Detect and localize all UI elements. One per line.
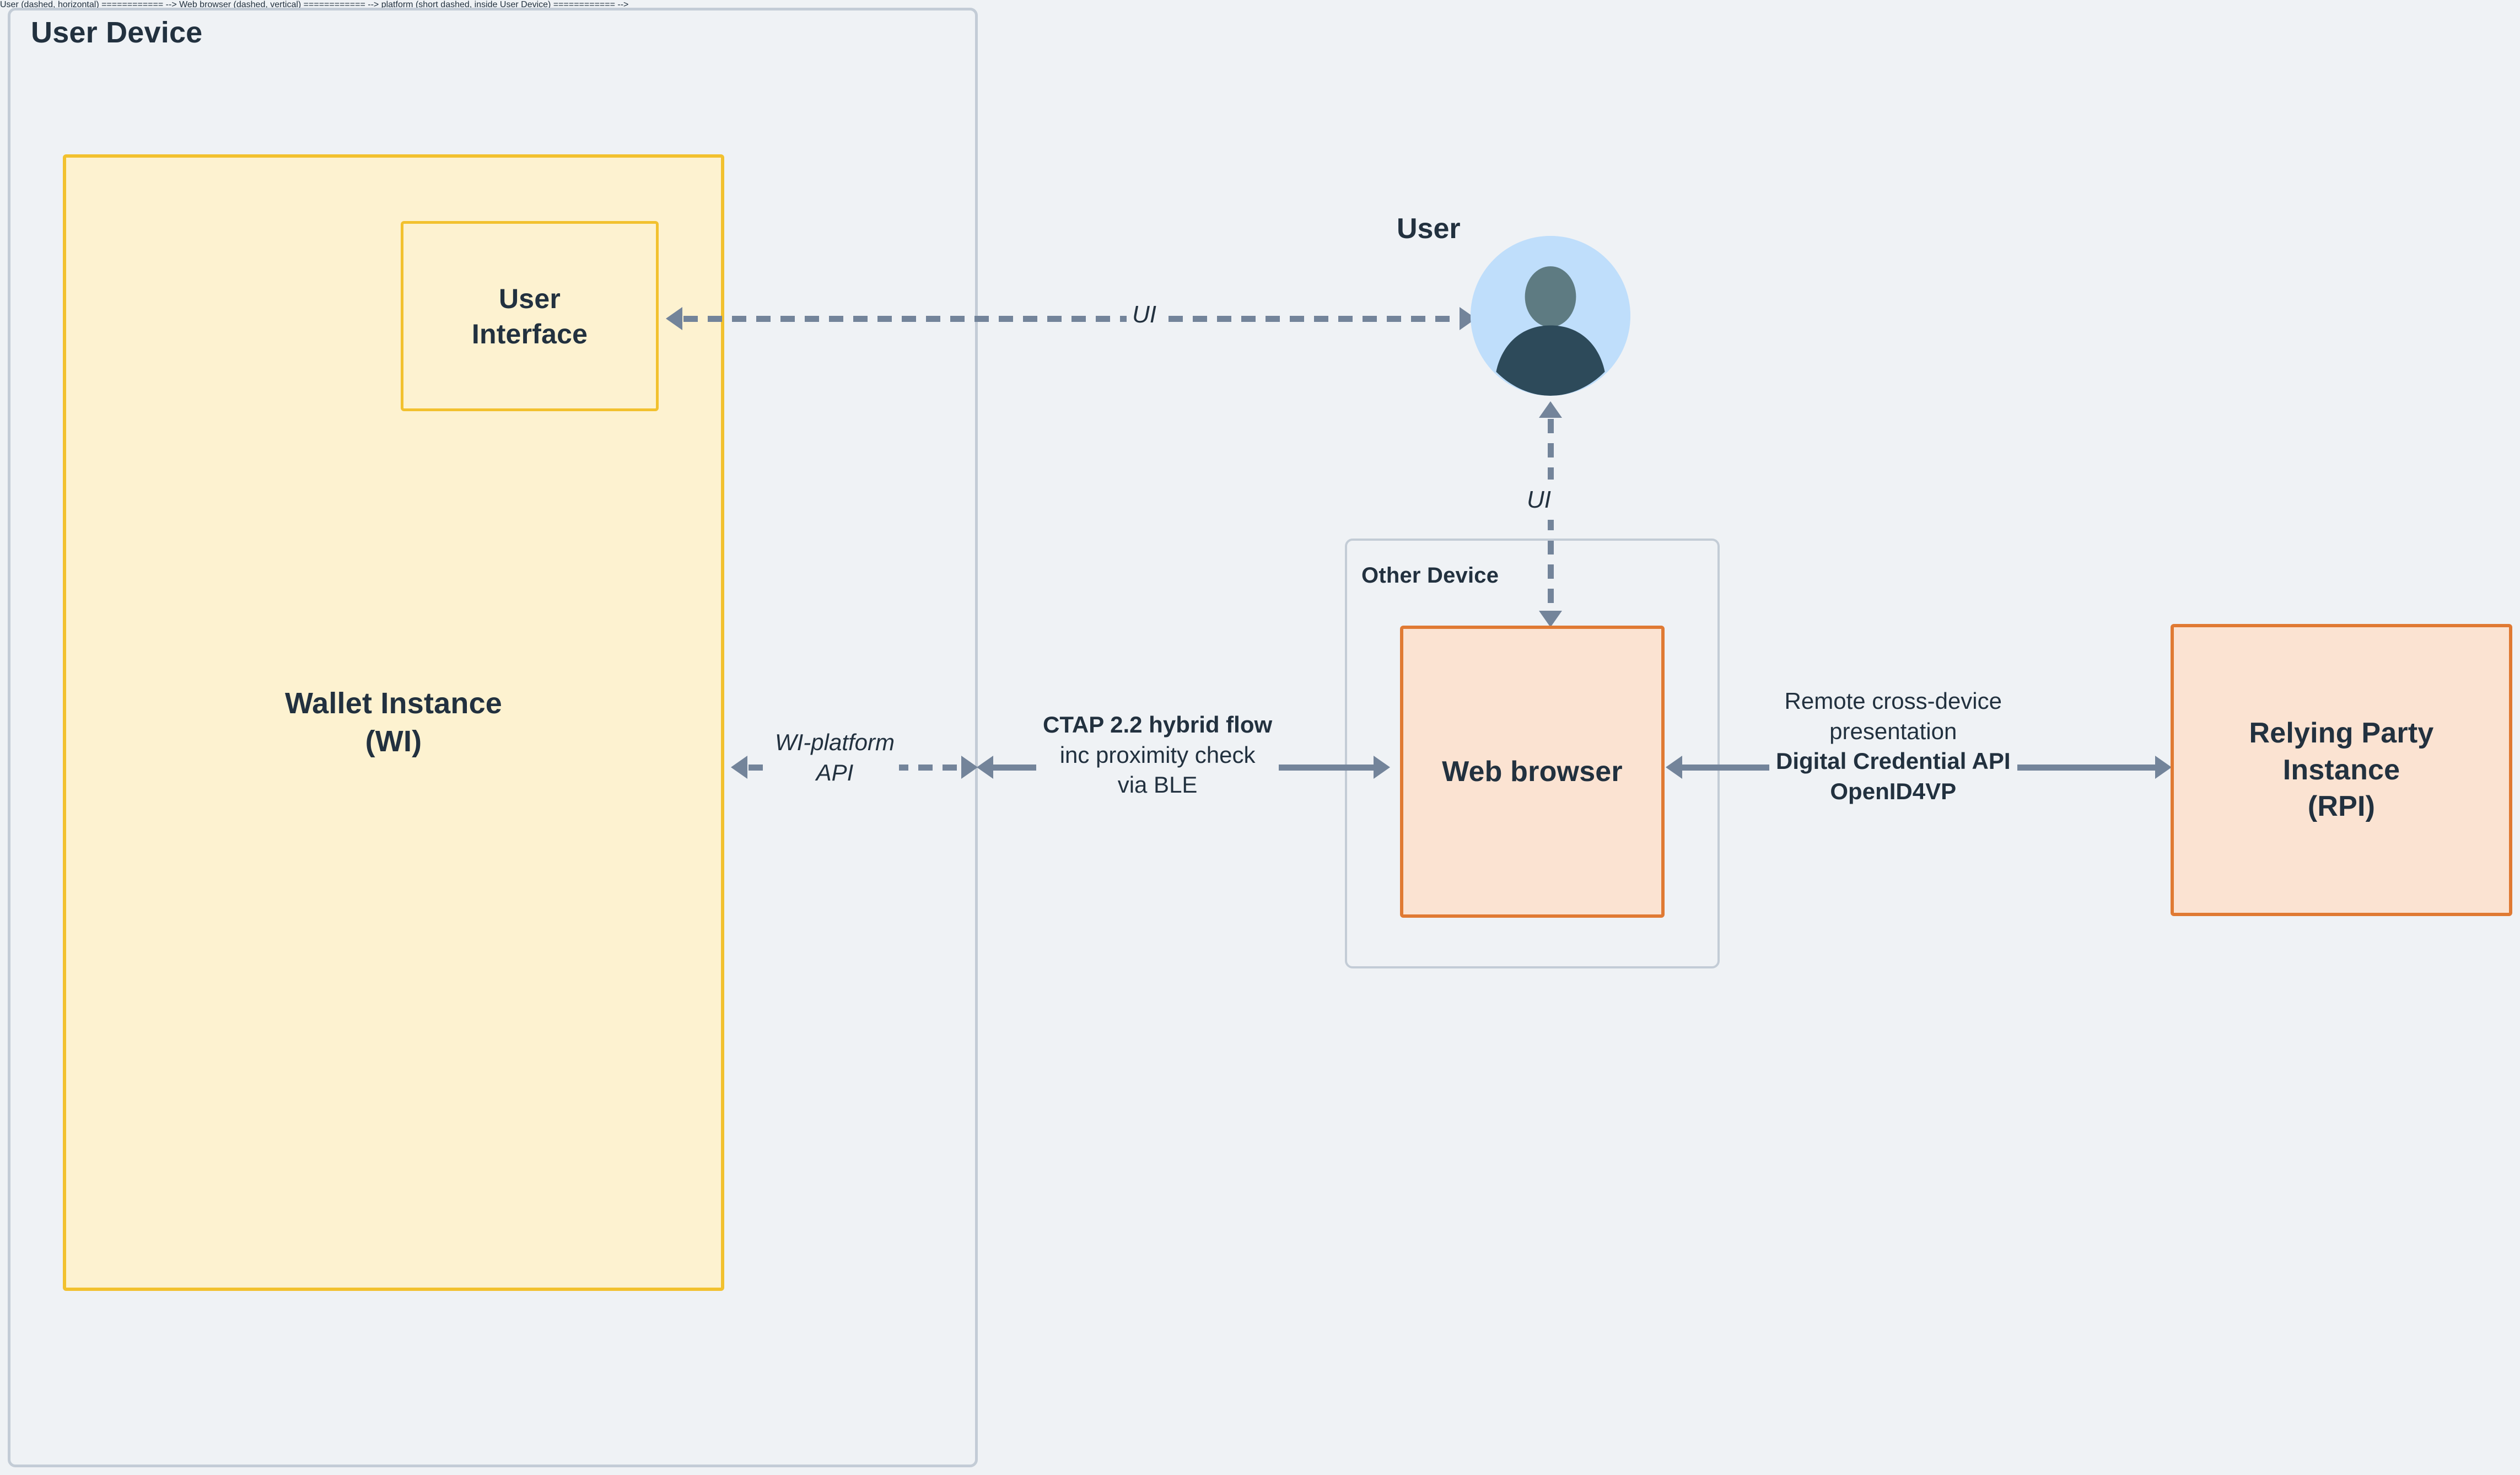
edge-remote-presentation-label-line2: presentation (1829, 718, 1957, 744)
edge-wi-platform-api-label-line2: API (816, 759, 854, 785)
edge-remote-presentation-label-line1: Remote cross-device (1784, 688, 2002, 714)
edge-wi-platform-api-label-line1: WI-platform (775, 729, 895, 755)
node-wallet-instance-label-line1: Wallet Instance (284, 686, 503, 720)
container-user-device (8, 8, 978, 1467)
edge-ctap-hybrid-arrowhead-right (1374, 756, 1390, 779)
edge-user-to-browser-line (1548, 419, 1554, 623)
edge-ui-to-user-label-text: UI (1132, 301, 1156, 328)
edge-ctap-hybrid-label-line3: via BLE (1117, 772, 1198, 798)
edge-user-to-browser-label: UI (1521, 480, 1557, 520)
edge-remote-presentation-label-line4: OpenID4VP (1830, 778, 1957, 804)
edge-user-to-browser-label-text: UI (1527, 486, 1551, 513)
edge-remote-presentation-arrowhead-right (2155, 756, 2172, 779)
edge-remote-presentation-arrowhead-left (1666, 756, 1682, 779)
node-relying-party-label-line2: Instance (2282, 753, 2400, 786)
edge-wi-platform-api-arrowhead-right (961, 756, 978, 779)
node-user-actor-label: User (1397, 213, 1461, 245)
node-user-interface-label-line1: User (499, 283, 561, 314)
node-relying-party-instance: Relying Party Instance (RPI) (2171, 624, 2512, 916)
container-other-device-title: Other Device (1361, 563, 1499, 588)
edge-ctap-hybrid-label-line2: inc proximity check (1059, 741, 1256, 768)
edge-remote-presentation-label-line3: Digital Credential API (1776, 748, 2011, 774)
container-user-device-title: User Device (31, 16, 203, 49)
container-other-device (1345, 539, 1720, 968)
node-relying-party-label-line1: Relying Party (2249, 717, 2434, 750)
edge-user-to-browser-arrowhead-down (1539, 611, 1562, 627)
user-avatar-icon (1471, 236, 1630, 396)
node-web-browser-label: Web browser (1442, 755, 1623, 788)
node-relying-party-label-line3: (RPI) (2307, 790, 2376, 823)
edge-ctap-hybrid-label: CTAP 2.2 hybrid flow inc proximity check… (1036, 710, 1279, 800)
edge-ctap-hybrid-label-line1: CTAP 2.2 hybrid flow (1043, 712, 1273, 738)
edge-ui-to-user-arrowhead-left (666, 307, 682, 330)
node-user-interface-label-line2: Interface (471, 318, 588, 349)
edge-wi-platform-api-label: WI-platform API (771, 728, 900, 788)
edge-remote-presentation-label: Remote cross-device presentation Digital… (1769, 686, 2017, 807)
node-web-browser: Web browser (1400, 626, 1665, 918)
node-user-interface: User Interface (401, 221, 659, 411)
node-wallet-instance-label-line2: (WI) (365, 725, 422, 758)
edge-ctap-hybrid-arrowhead-left (977, 756, 993, 779)
edge-user-to-browser-arrowhead-up (1539, 401, 1562, 418)
edge-ui-to-user-line (683, 316, 1465, 322)
edge-ui-to-user-label: UI (1127, 299, 1162, 331)
edge-wi-platform-api-arrowhead-left (731, 756, 747, 779)
